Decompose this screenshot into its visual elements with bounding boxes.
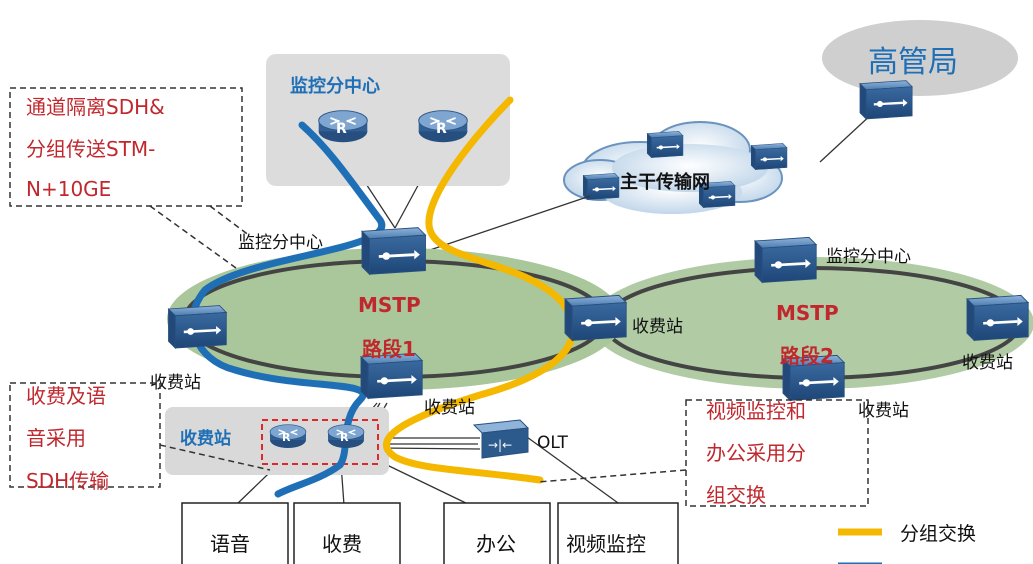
ring1-sub: 路段1 — [362, 337, 416, 361]
note-top-left-box — [9, 87, 243, 207]
toll-mid-label: 收费站 — [632, 317, 683, 337]
sub-center-box-title: 监控分中心 — [290, 75, 380, 97]
backbone-label: 主干传输网 — [620, 171, 710, 193]
olt-glyph: →|← — [488, 438, 512, 452]
cloud-switch-icon — [646, 130, 684, 159]
ring1-name: MSTP — [358, 293, 421, 317]
note-top-left-leader — [149, 205, 237, 269]
service-label: 语音 — [210, 532, 250, 556]
note-top-left-line: 分组传送STM- — [26, 137, 155, 161]
note-right-box — [685, 399, 869, 507]
note-right-line: 办公采用分 — [706, 441, 806, 465]
toll-right1-label: 收费站 — [962, 353, 1013, 373]
olt-device: →|← — [472, 419, 530, 459]
toll-box-title: 收费站 — [180, 428, 231, 449]
cloud-switch-icon — [750, 142, 788, 171]
service-box — [181, 502, 289, 564]
service-box — [293, 502, 401, 564]
ring2-center-switch-icon — [753, 236, 818, 284]
hq-label: 高管局 — [868, 45, 958, 80]
center-switch-icon — [360, 226, 427, 276]
hq-ellipse — [822, 20, 1018, 96]
note-right-line: 组交换 — [706, 483, 766, 507]
router-label: R — [340, 431, 349, 444]
service-box — [557, 502, 679, 564]
note-top-left-line: N+10GE — [26, 177, 111, 201]
note-left-leader — [159, 444, 271, 471]
toll-bottom-label: 收费站 — [424, 398, 475, 418]
note-left-line: 收费及语 — [26, 384, 106, 408]
cloud-switch-icon — [582, 172, 620, 201]
center-label: 监控分中心 — [238, 233, 323, 253]
left-switch-icon — [167, 304, 228, 350]
ring2-center-label: 监控分中心 — [826, 247, 911, 267]
toll-left-label: 收费站 — [150, 373, 201, 393]
note-right-line: 视频监控和 — [706, 399, 806, 423]
hq-switch-icon — [858, 79, 914, 121]
sub-center-box — [266, 54, 510, 186]
note-top-left-leader — [209, 205, 251, 237]
note-left-line: SDH传输 — [26, 469, 109, 493]
ring2-sub: 路段2 — [780, 344, 834, 368]
router-label: R — [436, 121, 447, 137]
service-box — [443, 502, 551, 564]
note-left-line: 音采用 — [26, 426, 86, 450]
service-label: 收费 — [322, 532, 362, 556]
legend-label-packet: 分组交换 — [900, 523, 976, 545]
note-right-leader — [537, 469, 687, 483]
olt-label: OLT — [537, 433, 569, 453]
toll-right2-label: 收费站 — [858, 401, 909, 421]
service-label: 视频监控 — [566, 532, 646, 556]
router-label: R — [336, 121, 347, 137]
ring-2 — [590, 257, 1033, 389]
packet-path — [383, 96, 577, 484]
ring2-right-switch-icon — [965, 294, 1030, 342]
ring2-name: MSTP — [776, 301, 839, 325]
note-top-left-line: 通道隔离SDH& — [26, 95, 165, 119]
router-label: R — [282, 431, 291, 444]
sdh-path — [189, 121, 386, 498]
note-left-box — [9, 382, 161, 488]
junction-switch-icon — [563, 294, 628, 342]
service-label: 办公 — [476, 532, 516, 556]
ring-1 — [167, 248, 623, 390]
